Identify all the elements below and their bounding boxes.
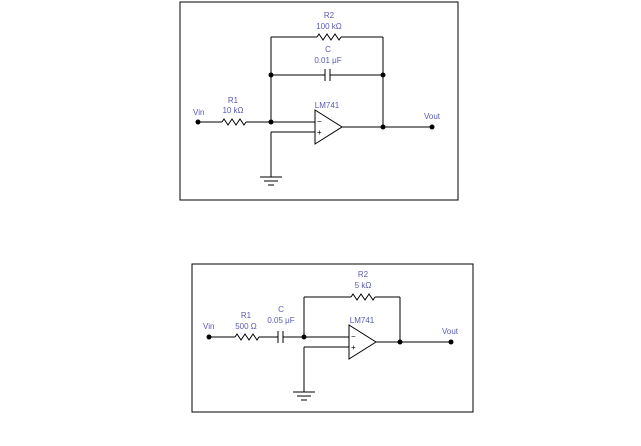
r2-value: 100 kΩ [316,22,342,31]
junction-dot [397,339,403,345]
r2-resistor [350,293,376,301]
r2-value: 5 kΩ [355,281,372,290]
junction-dot [380,124,386,130]
vout-terminal [448,339,454,345]
vout-label: Vout [442,327,459,336]
junction-dot [268,119,274,125]
c-name: C [278,305,284,314]
r1-name: R1 [228,96,239,105]
opamp-lm741 [314,109,343,145]
ground-symbol [293,391,315,401]
r2-name: R2 [324,11,335,20]
r1-value: 10 kΩ [222,106,243,115]
vin-label: Vin [203,322,214,331]
c-value: 0.05 μF [267,316,294,325]
vout-label: Vout [424,112,441,121]
junction-dot [380,72,386,78]
opamp-plus-sign: + [351,343,356,352]
opamp-lm741 [348,324,377,360]
r2-resistor [316,33,342,41]
r1-value: 500 Ω [235,322,257,331]
circuit-top: − + Vin R1 10 kΩ R2 100 kΩ C 0.01 μF LM7… [179,1,459,201]
vout-terminal [429,124,435,130]
circuit-bottom: − + Vin R1 500 Ω R2 5 kΩ C 0.05 μF LM741… [191,263,474,413]
circuit-top-frame [179,1,459,201]
r1-resistor [234,333,260,341]
junction-dot [268,72,274,78]
circuit-bottom-frame [191,263,474,413]
c-value: 0.01 μF [314,56,341,65]
r1-resistor [221,118,247,126]
opamp-name: LM741 [315,101,340,110]
opamp-name: LM741 [350,316,375,325]
junction-dot [301,334,307,340]
r2-name: R2 [358,270,369,279]
r1-name: R1 [241,311,252,320]
opamp-plus-sign: + [317,128,322,137]
opamp-minus-sign: − [317,117,322,126]
ground-symbol [260,176,282,186]
vin-label: Vin [193,108,204,117]
c-name: C [325,45,331,54]
opamp-minus-sign: − [351,332,356,341]
